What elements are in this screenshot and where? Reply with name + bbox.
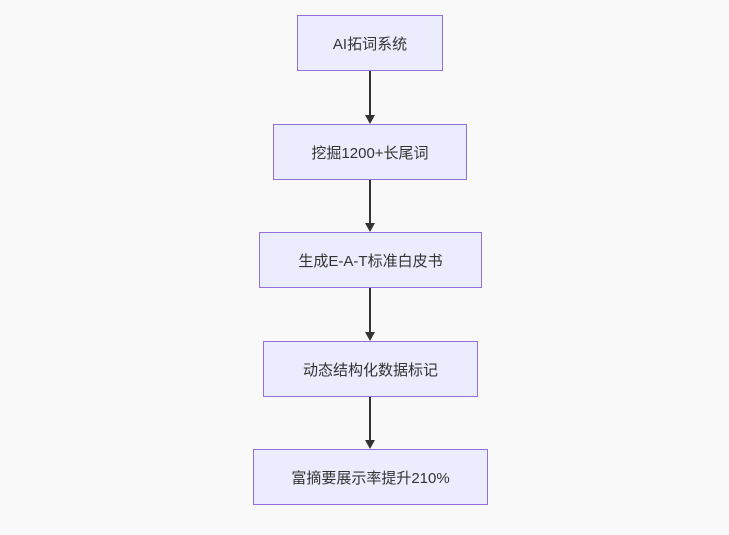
flow-node-label: 动态结构化数据标记: [302, 361, 438, 379]
flow-node-label: 挖掘1200+长尾词: [311, 144, 429, 162]
flow-node-ai-keyword-system: AI拓词系统: [297, 15, 443, 71]
edge-line: [369, 180, 371, 223]
flow-node-label: 富摘要展示率提升210%: [291, 469, 450, 487]
flow-node-longtail-mining: 挖掘1200+长尾词: [273, 124, 467, 180]
edge-line: [369, 71, 371, 115]
flow-node-rich-snippet-result: 富摘要展示率提升210%: [253, 449, 488, 505]
arrowhead-icon: [365, 440, 375, 449]
arrowhead-icon: [365, 223, 375, 232]
arrowhead-icon: [365, 332, 375, 341]
arrowhead-icon: [365, 115, 375, 124]
flow-node-label: AI拓词系统: [332, 35, 408, 53]
arrow-down-icon: [364, 71, 376, 124]
flow-node-structured-data-markup: 动态结构化数据标记: [263, 341, 478, 397]
flow-node-label: 生成E-A-T标准白皮书: [298, 252, 443, 270]
arrow-down-icon: [364, 180, 376, 232]
edge-line: [369, 288, 371, 332]
arrow-down-icon: [364, 288, 376, 341]
edge-line: [369, 397, 371, 440]
arrow-down-icon: [364, 397, 376, 449]
flow-node-eat-whitepaper: 生成E-A-T标准白皮书: [259, 232, 482, 288]
